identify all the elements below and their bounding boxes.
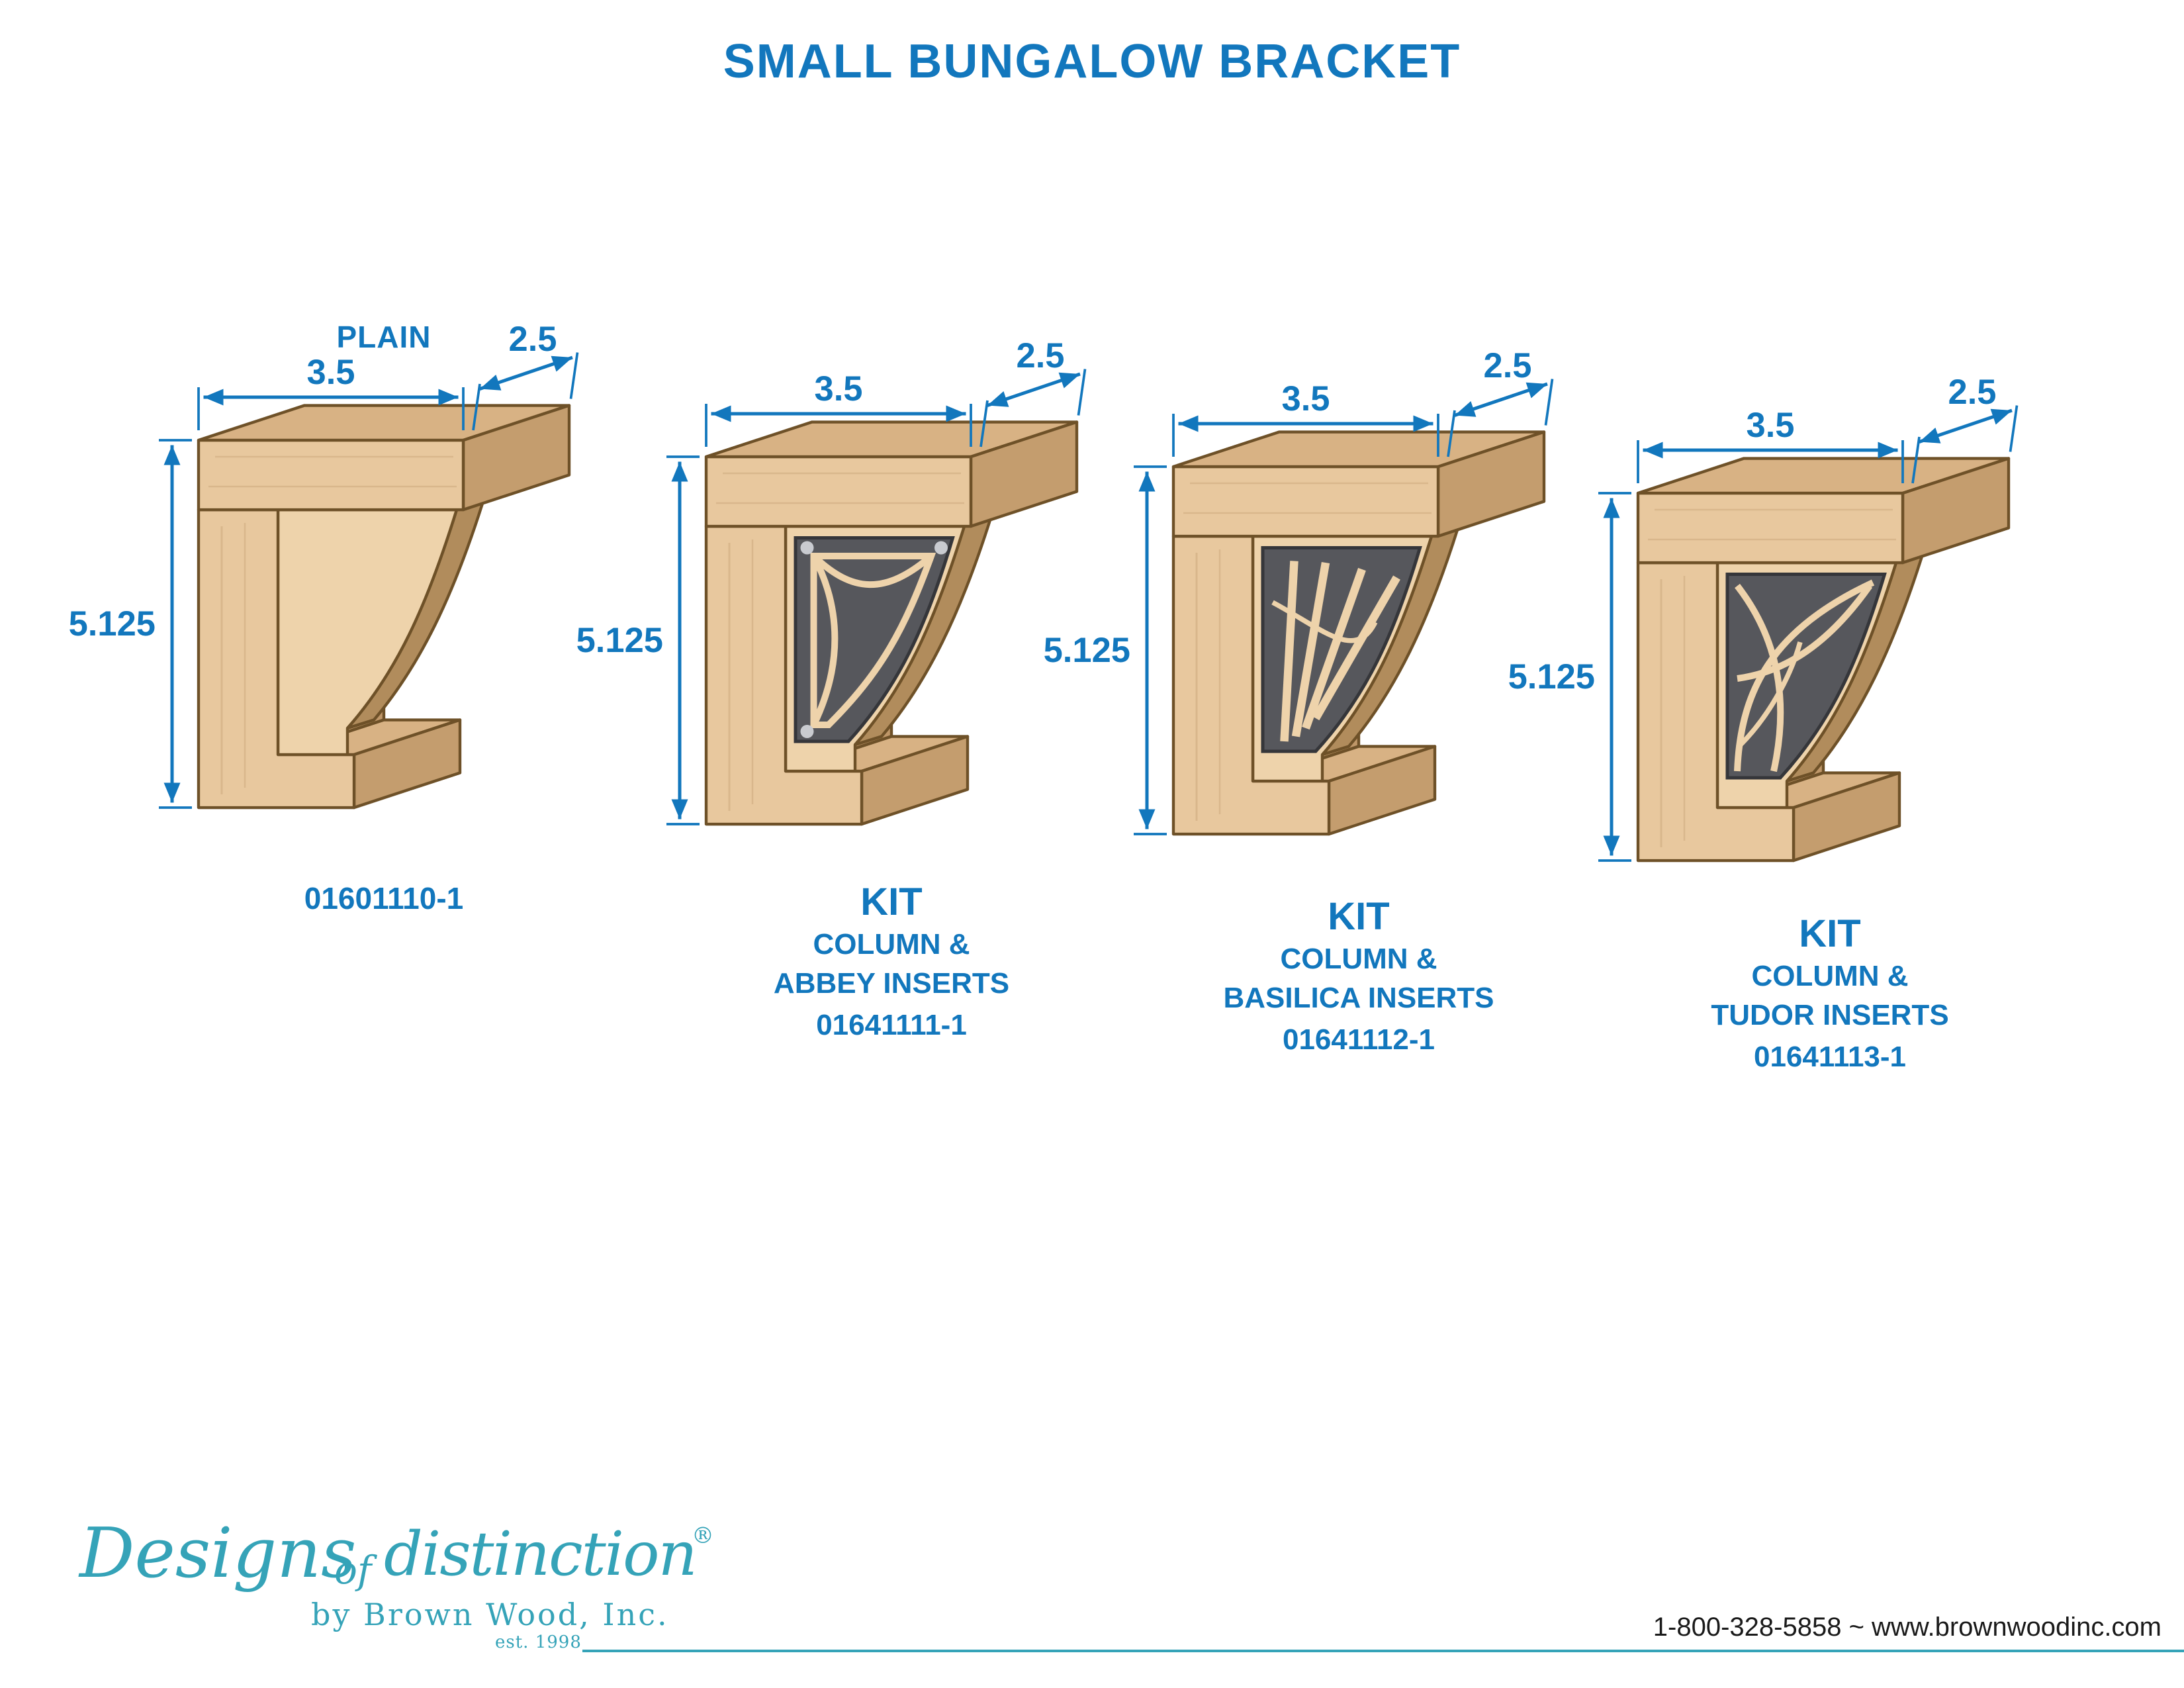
dimension-depth-label: 2.5 bbox=[509, 320, 557, 359]
brand-established: est. 1998 bbox=[495, 1632, 582, 1652]
dimension-width-label: 3.5 bbox=[1282, 379, 1330, 418]
abbey-kit-title: KIT bbox=[860, 880, 923, 923]
dimension-height-label: 5.125 bbox=[1508, 657, 1595, 696]
dimension-width-label: 3.5 bbox=[307, 353, 355, 392]
brand-byline: by Brown Wood, Inc. bbox=[311, 1597, 669, 1632]
tudor-kit-title: KIT bbox=[1799, 912, 1861, 955]
bracket-3d-shape bbox=[199, 406, 569, 808]
brand-logo-of: of bbox=[334, 1548, 372, 1593]
basilica-kit-line2: BASILICA INSERTS bbox=[1223, 982, 1494, 1015]
page-title: SMALL BUNGALOW BRACKET bbox=[723, 35, 1461, 88]
registered-mark: ® bbox=[692, 1523, 714, 1549]
abbey-product-code: 01641111-1 bbox=[816, 1009, 967, 1042]
basilica-kit-line1: COLUMN & bbox=[1280, 942, 1437, 975]
plain-variant-label: PLAIN bbox=[336, 320, 432, 354]
footer-divider-rule bbox=[582, 1650, 2184, 1652]
plain-product-code: 01601110-1 bbox=[304, 881, 464, 915]
dimension-height-label: 5.125 bbox=[576, 621, 663, 660]
dimension-depth-label: 2.5 bbox=[1948, 373, 1997, 412]
bracket-diagram-plain: 3.5 2.5 5.125 bbox=[69, 320, 695, 973]
bracket-diagram-abbey: 3.5 2.5 5.125 bbox=[576, 336, 1203, 990]
dimension-width-label: 3.5 bbox=[815, 369, 863, 408]
brand-logo-distinction: distinction bbox=[384, 1519, 698, 1589]
basilica-product-code: 01641112-1 bbox=[1282, 1023, 1435, 1056]
tudor-kit-line2: TUDOR INSERTS bbox=[1711, 999, 1949, 1032]
tudor-kit-line1: COLUMN & bbox=[1751, 959, 1909, 992]
footer-contact-info: 1-800-328-5858 ~ www.brownwoodinc.com bbox=[1653, 1613, 2161, 1642]
dimension-height-label: 5.125 bbox=[1044, 631, 1130, 670]
dimension-depth-label: 2.5 bbox=[1017, 336, 1065, 375]
basilica-label-block: KIT COLUMN & BASILICA INSERTS 01641112-1 bbox=[1127, 895, 1590, 1060]
plain-label-block: 01601110-1 bbox=[152, 880, 615, 916]
bracket-diagram-tudor: 3.5 2.5 5.125 bbox=[1508, 373, 2134, 1026]
brand-logo-designs: Designs bbox=[79, 1513, 357, 1593]
abbey-label-block: KIT COLUMN & ABBEY INSERTS 01641111-1 bbox=[660, 880, 1123, 1045]
abbey-kit-line1: COLUMN & bbox=[813, 927, 970, 961]
tudor-label-block: KIT COLUMN & TUDOR INSERTS 01641113-1 bbox=[1598, 912, 2062, 1077]
bracket-diagram-basilica: 3.5 2.5 5.125 bbox=[1044, 346, 1670, 1000]
dimension-height-label: 5.125 bbox=[69, 604, 156, 643]
dimension-depth-label: 2.5 bbox=[1484, 346, 1532, 385]
tudor-product-code: 01641113-1 bbox=[1753, 1041, 1907, 1074]
abbey-kit-line2: ABBEY INSERTS bbox=[773, 967, 1010, 1000]
dimension-width-label: 3.5 bbox=[1747, 406, 1795, 445]
basilica-kit-title: KIT bbox=[1328, 895, 1390, 938]
